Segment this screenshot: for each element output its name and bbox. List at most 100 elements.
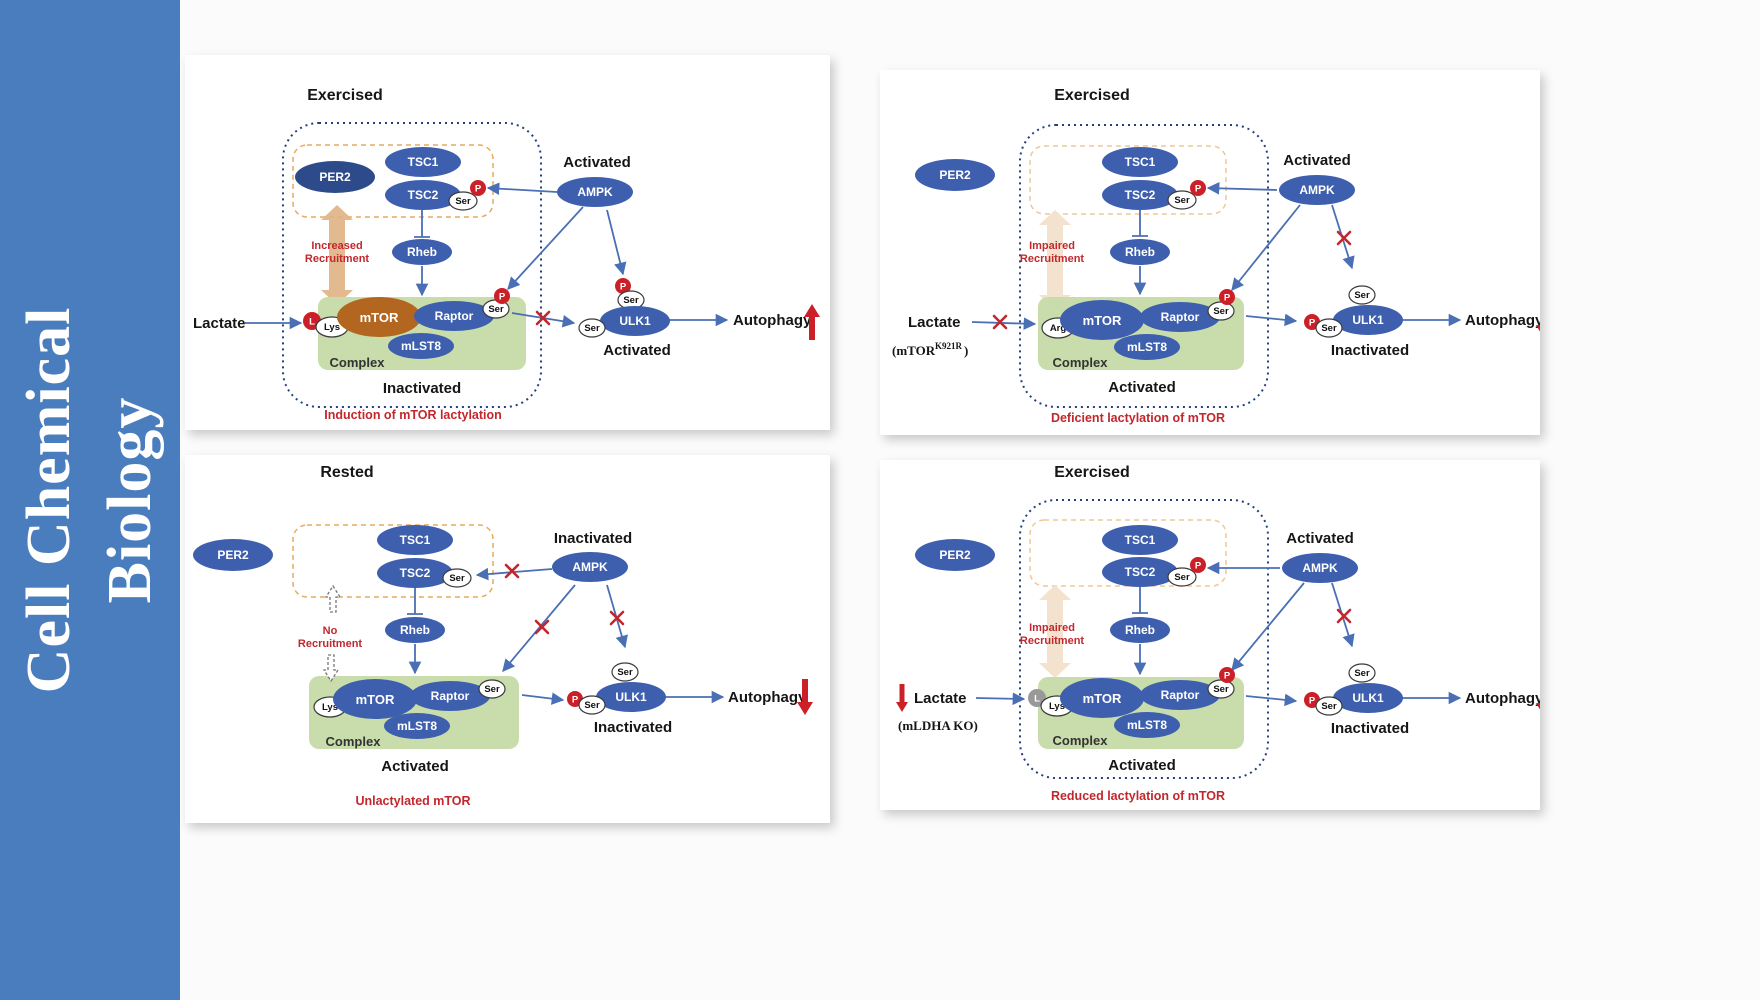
lactate-to-complex-arrow	[971, 317, 1037, 330]
ulk1-state-label: Activated	[603, 342, 671, 359]
ulk1-phospho-badge-top: P	[615, 278, 631, 294]
complex-label: Complex	[330, 355, 386, 370]
complex-label: Complex	[326, 734, 382, 749]
svg-text:L: L	[309, 317, 315, 328]
tsc1-node: TSC1	[377, 525, 453, 555]
svg-text:P: P	[1309, 696, 1316, 707]
ampk-state-label: Activated	[563, 154, 631, 171]
svg-text:TSC2: TSC2	[400, 566, 431, 580]
blocked-x-icon	[534, 619, 550, 635]
svg-text:Ser: Ser	[1174, 572, 1190, 583]
ulk1-node: ULK1	[596, 682, 666, 712]
autophagy-up-arrow-icon	[804, 304, 820, 340]
svg-text:P: P	[1195, 561, 1202, 572]
ampk-to-tsc2-arrow	[1206, 182, 1278, 195]
svg-text:Raptor: Raptor	[431, 689, 470, 703]
complex-state-label: Activated	[381, 758, 449, 775]
svg-text:TSC2: TSC2	[1125, 188, 1156, 202]
panel-exercised-deficient: Exercised PER2 TSC1 TSC2 Ser P	[880, 70, 1540, 435]
svg-text:Rheb: Rheb	[1125, 245, 1155, 259]
svg-text:mLST8: mLST8	[397, 719, 437, 733]
ampk-to-ulk1-arrow	[606, 209, 627, 276]
ulk1-ser-site-top: Ser	[1348, 285, 1376, 305]
svg-text:Rheb: Rheb	[407, 245, 437, 259]
lactate-label: Lactate	[908, 314, 961, 331]
tsc2-ser-site: Ser	[1167, 567, 1197, 587]
recruitment-note-line2: Recruitment	[305, 253, 370, 265]
svg-text:TSC1: TSC1	[400, 533, 431, 547]
tsc2-node: TSC2	[1102, 557, 1178, 587]
ldha-ko-label: (mLDHA KO)	[898, 718, 978, 733]
raptor-ser-site: Ser	[1207, 679, 1235, 699]
journal-title: Cell Chemical Biology	[0, 0, 180, 1000]
svg-text:Lys: Lys	[324, 322, 340, 333]
mtor-mutant-label: (mTOR	[892, 343, 936, 358]
blocked-x-icon	[992, 314, 1008, 330]
ulk1-ser-site-top: Ser	[611, 662, 639, 682]
svg-text:mLST8: mLST8	[1127, 340, 1167, 354]
recruitment-note-line2: Recruitment	[1020, 253, 1085, 265]
connections	[407, 563, 725, 705]
rheb-node: Rheb	[1110, 239, 1170, 265]
panel-caption: Induction of mTOR lactylation	[324, 408, 502, 422]
svg-text:mTOR: mTOR	[360, 310, 399, 325]
rheb-node: Rheb	[385, 617, 445, 643]
panel-caption: Deficient lactylation of mTOR	[1051, 411, 1225, 425]
connections	[245, 182, 729, 330]
ampk-node: AMPK	[1279, 175, 1355, 205]
svg-text:Ser: Ser	[1321, 323, 1337, 334]
mtor-mutant-label-close: )	[964, 343, 968, 358]
tsc2-inhibits-rheb-bar	[1132, 210, 1148, 237]
autophagy-down-arrow-icon	[1536, 703, 1540, 710]
per2-node: PER2	[295, 161, 375, 193]
complex-label: Complex	[1053, 355, 1109, 370]
svg-text:Ser: Ser	[488, 304, 504, 315]
mtor-mutant-superscript: K921R	[935, 341, 963, 351]
mlst8-node: mLST8	[384, 713, 450, 739]
recruitment-arrow-faded	[1039, 210, 1071, 310]
pathway-boundary-dotted	[1019, 499, 1269, 779]
svg-text:Ser: Ser	[584, 700, 600, 711]
blocked-x-icon	[535, 310, 551, 326]
panel-caption: Reduced lactylation of mTOR	[1051, 789, 1225, 803]
per2-node: PER2	[915, 159, 995, 191]
connections	[971, 182, 1462, 330]
svg-text:mTOR: mTOR	[356, 692, 395, 707]
recruitment-box-dashed	[292, 144, 494, 218]
svg-text:Ser: Ser	[1354, 668, 1370, 679]
tsc1-node: TSC1	[1102, 525, 1178, 555]
svg-text:PER2: PER2	[217, 548, 249, 562]
ulk1-node: ULK1	[1333, 683, 1403, 713]
svg-text:P: P	[475, 184, 482, 195]
autophagy-down-arrow-icon	[797, 679, 813, 715]
no-recruitment-up-arrow-icon	[324, 584, 342, 613]
raptor-node: Raptor	[410, 681, 490, 711]
pathway-boundary-dotted	[1019, 124, 1269, 408]
svg-text:P: P	[1224, 293, 1231, 304]
per2-node: PER2	[193, 539, 273, 571]
complex-to-ulk1-arrow	[521, 692, 565, 705]
panel-title: Rested	[320, 464, 373, 481]
svg-text:TSC1: TSC1	[1125, 533, 1156, 547]
svg-text:mTOR: mTOR	[1083, 313, 1122, 328]
ampk-to-complex-arrow	[1231, 204, 1301, 291]
raptor-phospho-badge: P	[1219, 289, 1235, 305]
per2-node: PER2	[915, 539, 995, 571]
raptor-node: Raptor	[414, 301, 494, 331]
raptor-ser-site: Ser	[1207, 301, 1235, 321]
svg-text:PER2: PER2	[939, 548, 971, 562]
svg-text:Ser: Ser	[1213, 684, 1229, 695]
panel-title: Exercised	[1054, 87, 1130, 104]
svg-text:TSC1: TSC1	[408, 155, 439, 169]
recruitment-box-dashed	[292, 524, 494, 598]
tsc1-node: TSC1	[1102, 147, 1178, 177]
tsc2-node: TSC2	[385, 180, 461, 210]
mtor-node: mTOR	[1060, 678, 1144, 718]
ulk1-state-label: Inactivated	[1331, 342, 1409, 359]
ampk-node: AMPK	[1282, 553, 1358, 583]
recruitment-box-dashed	[1029, 145, 1227, 215]
tsc2-inhibits-rheb-bar	[414, 210, 430, 238]
svg-text:mLST8: mLST8	[1127, 718, 1167, 732]
svg-text:PER2: PER2	[319, 170, 351, 184]
panel-rested-unlactylated: Rested PER2 TSC1 TSC2	[185, 455, 830, 823]
